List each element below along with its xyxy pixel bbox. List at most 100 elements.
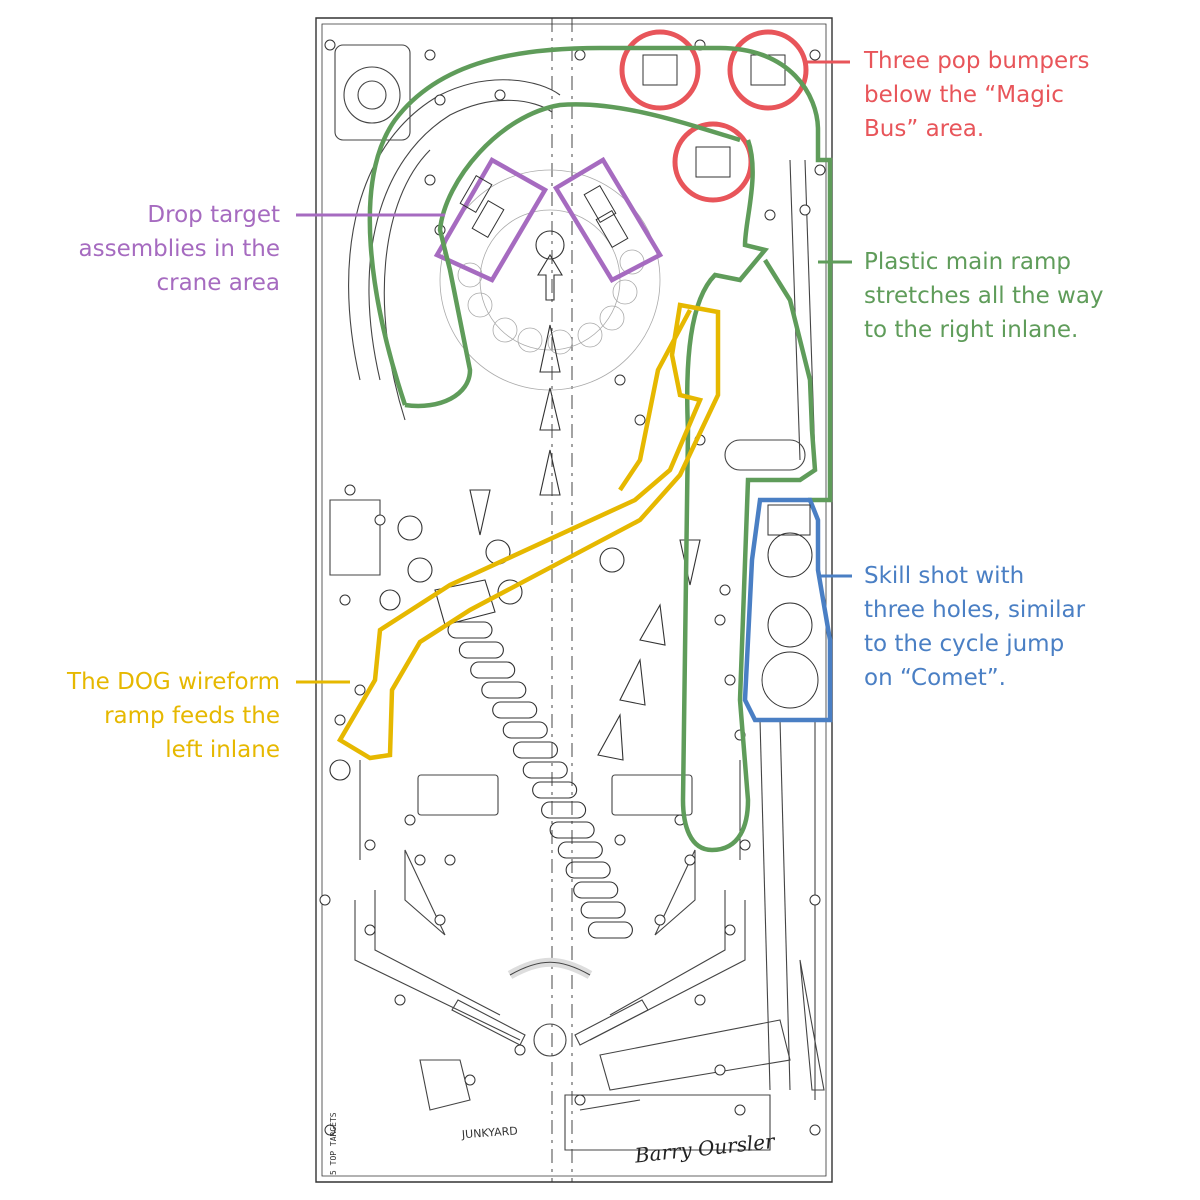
annotation-line: to the cycle jump xyxy=(864,631,1065,657)
bolt xyxy=(694,994,706,1006)
annotation-main-ramp: Plastic main ramp stretches all the way … xyxy=(864,245,1104,347)
oval-insert xyxy=(512,741,559,759)
bolt xyxy=(494,89,506,101)
oval-insert xyxy=(447,621,493,639)
bolt xyxy=(684,854,696,866)
bolt xyxy=(339,594,351,606)
annotation-line: Plastic main ramp xyxy=(864,249,1072,275)
annotation-dog-ramp: The DOG wireform ramp feeds the left inl… xyxy=(67,665,280,767)
annotation-line: stretches all the way xyxy=(864,283,1104,309)
bolt xyxy=(734,1104,746,1116)
bolt xyxy=(714,1064,726,1076)
skill-shot xyxy=(742,497,833,723)
triangle-inserts xyxy=(329,489,701,781)
bolt xyxy=(799,204,811,216)
annotation-line: Bus” area. xyxy=(864,116,985,142)
bolt xyxy=(374,514,386,526)
junkyard-label: JUNKYARD xyxy=(460,1124,518,1141)
annotation-line: on “Comet”. xyxy=(864,665,1006,691)
oval-insert xyxy=(481,681,527,699)
hardware-fasteners xyxy=(319,39,826,1136)
oval-insert xyxy=(492,701,538,719)
bolt xyxy=(764,209,776,221)
annotation-line: left inlane xyxy=(165,737,280,763)
bolt xyxy=(364,924,376,936)
right-lanes xyxy=(724,159,825,1100)
drop-target-left xyxy=(433,156,549,283)
bolt xyxy=(634,414,646,426)
oval-insert xyxy=(580,901,626,919)
oval-insert xyxy=(565,861,611,879)
annotation-line: Skill shot with xyxy=(864,563,1025,589)
bolt xyxy=(514,1044,526,1056)
oval-insert xyxy=(458,641,504,659)
bolt xyxy=(424,49,436,61)
oval-insert xyxy=(541,801,587,819)
bolt xyxy=(424,174,436,186)
bolt xyxy=(614,834,626,846)
annotation-line: below the “Magic xyxy=(864,82,1064,108)
drop-target-details xyxy=(459,174,629,249)
skill-shot-outline xyxy=(742,497,833,723)
bolt xyxy=(324,39,336,51)
annotation-drop-targets: Drop target assemblies in the crane area xyxy=(79,198,280,300)
playfield-outline xyxy=(315,17,833,1183)
oval-insert xyxy=(587,921,633,939)
bolt xyxy=(444,854,456,866)
bolt xyxy=(434,914,446,926)
plastic-main-ramp xyxy=(367,45,833,853)
pop-bumper-3 xyxy=(672,121,754,203)
oval-insert xyxy=(532,781,578,799)
oval-insert xyxy=(522,761,568,779)
bolt xyxy=(574,1094,586,1106)
annotation-line: three holes, similar xyxy=(864,597,1086,623)
signature: Barry Oursler xyxy=(633,1129,777,1168)
bolt xyxy=(414,854,426,866)
bolt xyxy=(404,814,416,826)
pop-bumper-1 xyxy=(619,29,701,111)
bolt xyxy=(724,674,736,686)
bolt xyxy=(354,684,366,696)
bolt xyxy=(574,49,586,61)
annotation-line: crane area xyxy=(156,270,280,296)
annotation-line: assemblies in the xyxy=(78,236,280,262)
annotation-leader-lines xyxy=(296,60,852,684)
annotation-skill-shot: Skill shot with three holes, similar to … xyxy=(864,559,1085,695)
oval-insert xyxy=(573,881,619,899)
drop-target-right xyxy=(552,156,664,283)
oval-insert xyxy=(549,821,595,839)
annotation-line: The DOG wireform xyxy=(67,669,280,695)
annotation-line: to the right inlane. xyxy=(864,317,1079,343)
pop-bumper-2 xyxy=(727,29,809,111)
dog-wireform-ramp xyxy=(336,302,721,761)
skill-shot-holes xyxy=(761,504,819,709)
bolt xyxy=(809,894,821,906)
bolt xyxy=(724,924,736,936)
annotation-line: ramp feeds the xyxy=(104,703,280,729)
oval-insert xyxy=(470,661,516,679)
bolt xyxy=(324,1124,336,1136)
bolt xyxy=(344,484,356,496)
annotation-line: Three pop bumpers xyxy=(864,48,1090,74)
lower-playfield xyxy=(329,499,791,1151)
bolt xyxy=(394,994,406,1006)
annotation-line: Drop target xyxy=(147,202,280,228)
drop-target-assemblies xyxy=(433,156,664,283)
center-arrow-inserts xyxy=(535,230,565,496)
bolt xyxy=(739,839,751,851)
top-targets-label: 5 TOP TARGETS xyxy=(329,1112,338,1175)
bolt xyxy=(654,914,666,926)
bolt xyxy=(364,839,376,851)
bolt xyxy=(809,49,821,61)
bolt xyxy=(334,714,346,726)
bolt xyxy=(814,164,826,176)
bolt xyxy=(319,894,331,906)
bolt xyxy=(809,1124,821,1136)
bolt xyxy=(464,1074,476,1086)
crane-area xyxy=(439,169,661,391)
annotation-pop-bumpers: Three pop bumpers below the “Magic Bus” … xyxy=(864,44,1090,146)
bolt xyxy=(434,94,446,106)
bolt xyxy=(614,374,626,386)
oval-insert xyxy=(502,721,548,739)
